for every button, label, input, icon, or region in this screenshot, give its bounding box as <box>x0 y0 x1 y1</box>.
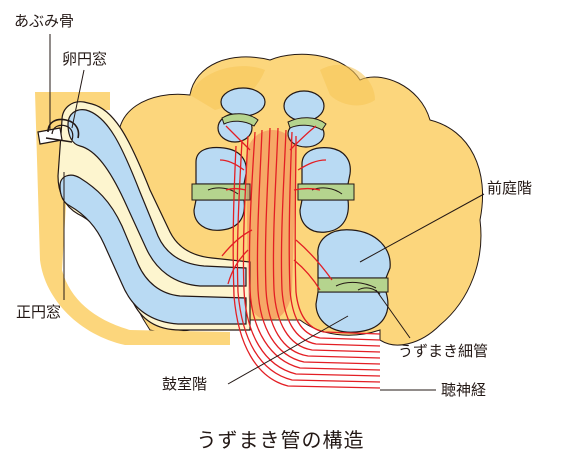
label-scala-tympani: 鼓室階 <box>162 377 207 392</box>
label-scala-vestibuli: 前庭階 <box>487 181 532 196</box>
label-stapes: あぶみ骨 <box>14 14 74 29</box>
label-cochlear-duct: うずまき細管 <box>398 344 488 359</box>
label-round-window: 正円窓 <box>16 305 61 320</box>
label-auditory-nerve: 聴神経 <box>441 383 486 398</box>
figure-caption: うずまき管の構造 <box>0 430 561 450</box>
nerve-core <box>246 130 296 320</box>
label-oval-window: 卵円窓 <box>62 52 107 67</box>
